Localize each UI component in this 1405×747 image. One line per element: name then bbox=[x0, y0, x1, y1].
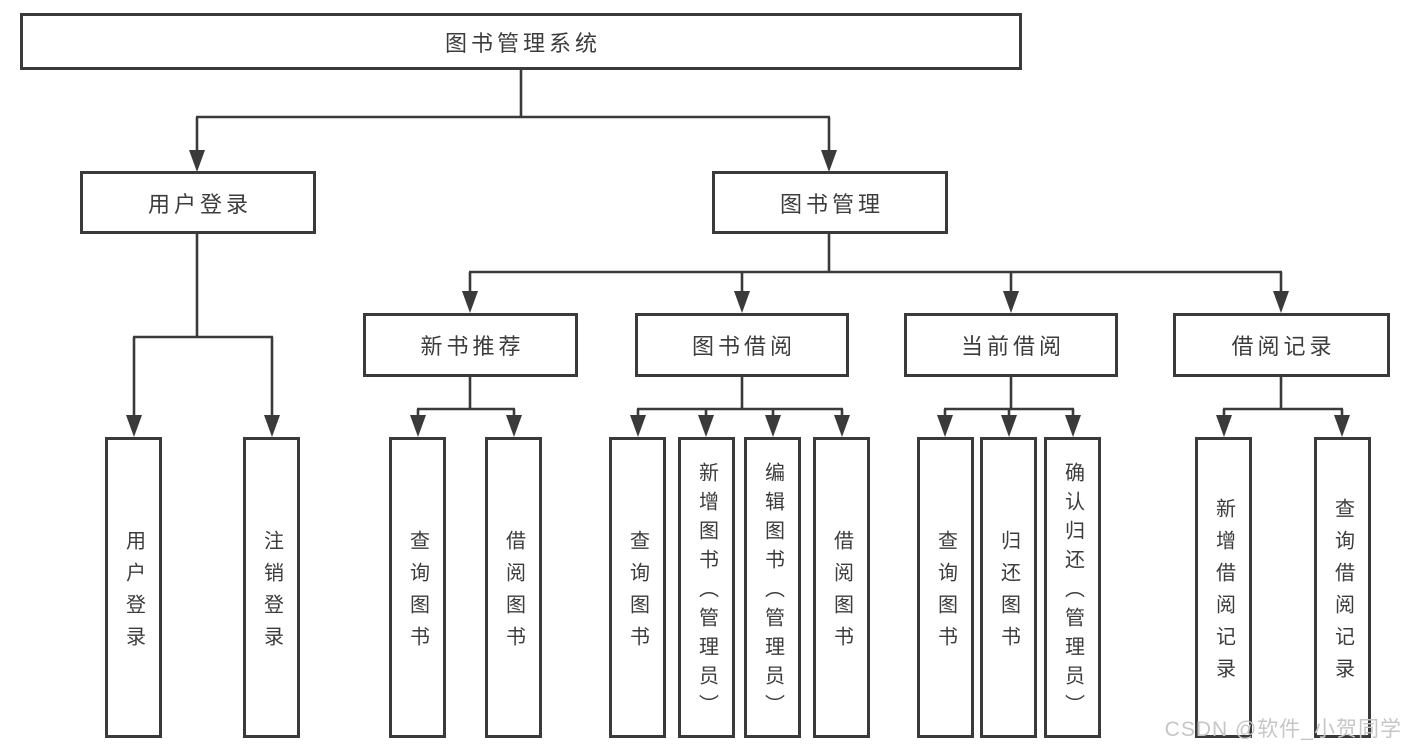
leaf-return-books: 归还图书 bbox=[980, 437, 1037, 738]
leaf-query-borrow-record: 查询借阅记录 bbox=[1314, 437, 1371, 738]
leaf-logout-label: 注销登录 bbox=[260, 529, 283, 658]
node-new-book-recommend-label: 新书推荐 bbox=[420, 334, 525, 359]
node-book-management-label: 图书管理 bbox=[779, 191, 884, 217]
leaf-query-books-2-label: 查询图书 bbox=[626, 529, 649, 658]
leaf-edit-book-admin-label: 编辑图书（管理员） bbox=[761, 461, 784, 723]
leaf-query-books-3: 查询图书 bbox=[917, 437, 974, 738]
leaf-add-borrow-record-label: 新增借阅记录 bbox=[1212, 497, 1235, 690]
leaf-borrow-books-1-label: 借阅图书 bbox=[502, 529, 525, 658]
leaf-borrow-books-1: 借阅图书 bbox=[485, 437, 542, 738]
leaf-add-book-admin: 新增图书（管理员） bbox=[678, 437, 735, 738]
leaf-return-books-label: 归还图书 bbox=[997, 529, 1020, 658]
node-new-book-recommend: 新书推荐 bbox=[363, 313, 578, 377]
leaf-confirm-return-admin: 确认归还（管理员） bbox=[1044, 437, 1101, 738]
node-book-borrowing: 图书借阅 bbox=[635, 313, 849, 377]
connector-book-borrowing-children bbox=[630, 377, 850, 437]
node-borrowing-records-label: 借阅记录 bbox=[1231, 334, 1336, 359]
leaf-add-book-admin-label: 新增图书（管理员） bbox=[695, 461, 718, 723]
connector-book-management-children bbox=[462, 234, 1289, 313]
leaf-logout: 注销登录 bbox=[243, 437, 300, 738]
leaf-query-books-1-label: 查询图书 bbox=[406, 529, 429, 658]
leaf-user-login-label: 用户登录 bbox=[122, 529, 145, 658]
node-book-management: 图书管理 bbox=[712, 171, 948, 234]
leaf-query-books-2: 查询图书 bbox=[609, 437, 666, 738]
node-user-login-label: 用户登录 bbox=[147, 191, 252, 217]
leaf-query-borrow-record-label: 查询借阅记录 bbox=[1331, 497, 1354, 690]
connector-borrowing-records-children bbox=[1216, 377, 1350, 437]
node-user-login: 用户登录 bbox=[80, 171, 316, 234]
leaf-borrow-books-2-label: 借阅图书 bbox=[830, 529, 853, 658]
leaf-query-books-1: 查询图书 bbox=[389, 437, 446, 738]
leaf-confirm-return-admin-label: 确认归还（管理员） bbox=[1061, 461, 1084, 723]
connector-user-login-children bbox=[126, 234, 280, 437]
node-current-borrowing-label: 当前借阅 bbox=[960, 334, 1065, 359]
connector-new-book-recommend-children bbox=[410, 377, 522, 437]
watermark: CSDN @软件_小贺同学 bbox=[1164, 718, 1402, 741]
leaf-user-login: 用户登录 bbox=[105, 437, 162, 738]
node-root: 图书管理系统 bbox=[20, 13, 1022, 70]
connector-current-borrowing-children bbox=[937, 377, 1081, 437]
leaf-edit-book-admin: 编辑图书（管理员） bbox=[744, 437, 801, 738]
leaf-borrow-books-2: 借阅图书 bbox=[813, 437, 870, 738]
node-current-borrowing: 当前借阅 bbox=[904, 313, 1118, 377]
leaf-add-borrow-record: 新增借阅记录 bbox=[1195, 437, 1252, 738]
node-root-label: 图书管理系统 bbox=[444, 30, 601, 56]
leaf-query-books-3-label: 查询图书 bbox=[934, 529, 957, 658]
node-borrowing-records: 借阅记录 bbox=[1173, 313, 1390, 377]
connector-root-to-level2 bbox=[189, 70, 837, 172]
node-book-borrowing-label: 图书借阅 bbox=[691, 334, 796, 359]
